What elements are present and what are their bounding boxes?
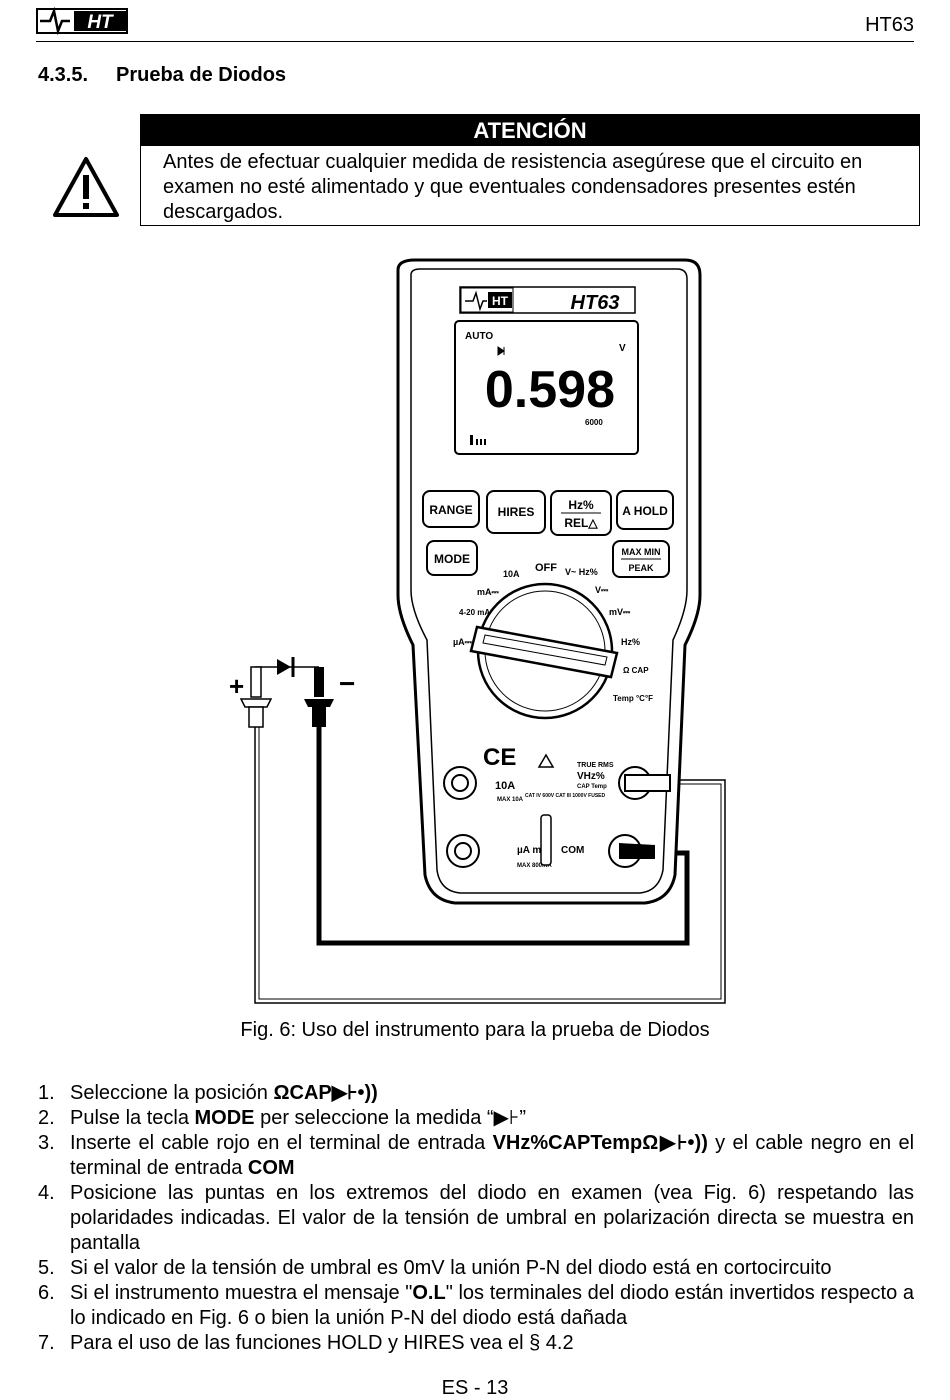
ua-terminal-label: µA mA <box>517 845 549 856</box>
black-probe <box>304 667 334 727</box>
meter-model: HT63 <box>571 292 620 314</box>
diode-icon <box>277 659 291 675</box>
svg-text:MAX MIN: MAX MIN <box>622 547 661 557</box>
selector-knob[interactable] <box>469 625 619 679</box>
page-number: ES - 13 <box>441 1377 509 1399</box>
vhz-terminal-label: VHz% <box>577 771 605 782</box>
red-probe <box>239 666 273 728</box>
header-divider <box>36 41 914 42</box>
brand-logo: HT <box>36 6 130 36</box>
dial-label-temp: Temp °C°F <box>613 694 653 703</box>
max-min-peak-button[interactable]: MAX MIN PEAK <box>612 540 670 578</box>
figure-caption: Fig. 6: Uso del instrumento para la prue… <box>240 1019 710 1041</box>
list-item: 4. Posicione las puntas en los extremos … <box>38 1182 914 1254</box>
true-rms-label: TRUE RMS <box>577 762 614 769</box>
list-item: 5. Si el valor de la tensión de umbral e… <box>38 1257 832 1279</box>
dial-label-ma: mA⎓ <box>477 587 500 597</box>
instruction-list: 1. Seleccione la posición ΩCAP▶⊦•)) 2. P… <box>38 1081 914 1356</box>
multimeter-figure: HT HT63 AUTO V 0.598 6000 RANGE HIRES Hz… <box>215 255 735 1015</box>
range-button[interactable]: RANGE <box>422 490 480 528</box>
svg-text:RANGE: RANGE <box>429 503 472 517</box>
dial-label-ua: µA⎓ <box>453 637 473 647</box>
lcd-unit: V <box>619 343 626 354</box>
ua-ma-terminal[interactable] <box>446 834 480 868</box>
list-item: 1. Seleccione la posición ΩCAP▶⊦•)) <box>38 1082 378 1104</box>
logo-text: HT <box>87 12 114 33</box>
cap-temp-label: CAP Temp <box>577 784 607 790</box>
dial-label-420ma: 4-20 mA% <box>459 608 497 617</box>
battery-icon <box>470 435 486 445</box>
dial-label-hz: Hz% <box>621 637 640 647</box>
dial-label-mv: mV⎓ <box>609 607 631 617</box>
positive-label: + <box>229 671 244 701</box>
dial-label-vdc: V⎓ <box>595 585 609 595</box>
lcd-range: 6000 <box>585 418 603 427</box>
cat-rating-label: CAT IV 600V CAT III 1000V FUSED <box>525 793 606 799</box>
svg-text:Hz%: Hz% <box>568 498 594 512</box>
lcd-auto: AUTO <box>465 331 493 342</box>
10a-terminal[interactable] <box>443 766 477 800</box>
svg-text:REL△: REL△ <box>564 516 598 530</box>
svg-text:HIRES: HIRES <box>498 505 535 519</box>
list-item: 7. Para el uso de las funciones HOLD y H… <box>38 1332 574 1354</box>
svg-text:PEAK: PEAK <box>628 563 654 573</box>
ua-rating-label: MAX 800mA <box>517 863 552 869</box>
lcd-display <box>454 320 639 455</box>
com-terminal-label: COM <box>561 845 584 856</box>
hz-rel-button[interactable]: Hz% REL△ <box>550 490 612 536</box>
svg-text:MODE: MODE <box>434 552 470 566</box>
warning-title: ATENCIÓN <box>141 115 919 146</box>
mode-button[interactable]: MODE <box>426 540 478 576</box>
list-item: 2. Pulse la tecla MODE per seleccione la… <box>38 1107 526 1129</box>
com-terminal[interactable] <box>608 834 655 868</box>
section-number: 4.3.5. <box>38 64 89 86</box>
section-heading: 4.3.5. Prueba de Diodos <box>38 64 286 87</box>
list-item: 3. Inserte el cable rojo en el terminal … <box>38 1132 915 1179</box>
a-hold-button[interactable]: A HOLD <box>616 490 674 530</box>
section-title: Prueba de Diodos <box>116 64 287 86</box>
lcd-diode-icon <box>497 346 505 356</box>
warning-text: Antes de efectuar cualquier medida de re… <box>163 151 863 223</box>
ce-mark-icon: CE <box>483 744 516 771</box>
hires-button[interactable]: HIRES <box>486 490 546 534</box>
negative-label: − <box>339 668 355 699</box>
list-item: 6. Si el instrumento muestra el mensaje … <box>38 1282 914 1329</box>
red-lead-wire <box>254 725 726 1004</box>
document-code: HT63 <box>865 14 914 36</box>
dial-label-vac: V~ Hz% <box>565 567 598 577</box>
vhz-terminal[interactable] <box>618 766 671 800</box>
caution-icon <box>537 753 555 768</box>
warning-triangle-icon <box>52 155 120 219</box>
meter-brand: HT <box>492 294 509 308</box>
lcd-reading: 0.598 <box>485 361 615 419</box>
10a-rating-label: MAX 10A <box>497 797 524 803</box>
10a-terminal-label: 10A <box>495 780 515 792</box>
warning-box: ATENCIÓN Antes de efectuar cualquier med… <box>140 114 920 226</box>
dial-label-10a: 10A <box>503 569 520 579</box>
dial-label-off: OFF <box>535 562 557 574</box>
svg-text:A HOLD: A HOLD <box>622 504 668 518</box>
dial-label-ohm-cap: Ω CAP <box>623 666 649 675</box>
